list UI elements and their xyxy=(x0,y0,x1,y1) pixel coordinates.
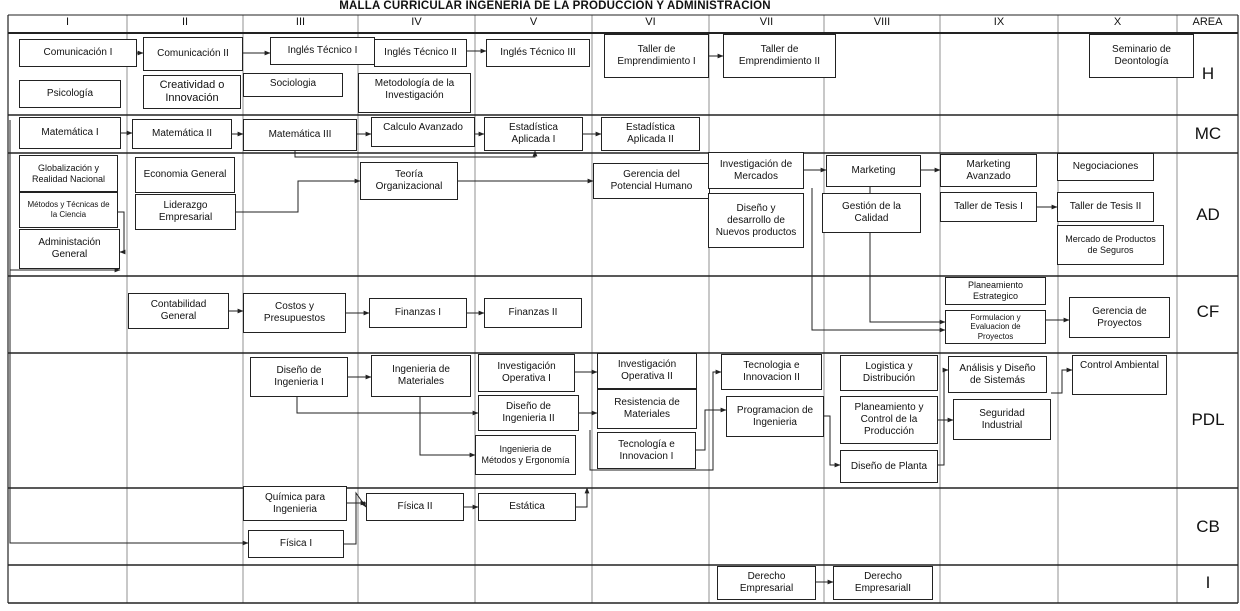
course-box-mkt: Marketing xyxy=(826,155,921,187)
arrow-tec1-progi xyxy=(696,407,727,451)
course-box-semdeo: Seminario de Deontología xyxy=(1089,34,1194,78)
course-box-metodos: Métodos y Técnicas de la Ciencia xyxy=(19,192,118,228)
arrow-mat1-fis1 xyxy=(9,270,249,546)
semester-header: IV xyxy=(411,16,422,28)
course-box-teoria: Teoría Organizacional xyxy=(360,162,458,200)
course-box-lider: Liderazgo Empresarial xyxy=(135,194,236,230)
semester-header: X xyxy=(1113,16,1122,28)
course-box-planprod: Planeamiento y Control de la Producción xyxy=(840,396,938,444)
area-label: CB xyxy=(1196,517,1220,536)
course-box-invop1: Investigación Operativa I xyxy=(478,354,575,392)
course-box-neg: Negociaciones xyxy=(1057,153,1154,181)
semester-header: V xyxy=(529,16,538,28)
course-box-logis: Logistica y Distribución xyxy=(840,355,938,391)
course-box-costos: Costos y Presupuestos xyxy=(243,293,346,333)
course-box-mat3: Matemática III xyxy=(243,119,357,151)
course-box-taller2: Taller de Emprendimiento II xyxy=(723,34,836,78)
arrow-estat-up xyxy=(576,487,590,508)
arrow-displ-segind xyxy=(938,417,954,466)
course-box-ingt1: Inglés Técnico I xyxy=(270,37,375,65)
arrow-progi-displ xyxy=(824,415,841,468)
course-box-gerpot: Gerencia del Potencial Humano xyxy=(593,163,710,199)
course-box-merseg: Mercado de Productos de Seguros xyxy=(1057,225,1164,265)
course-box-progi: Programacion de Ingenieria xyxy=(726,396,824,437)
course-box-invop2: Investigación Operativa II xyxy=(597,353,697,389)
course-box-segind: Seguridad Industrial xyxy=(953,399,1051,440)
semester-header: II xyxy=(181,16,189,28)
arrow-metodos-admgen xyxy=(118,211,126,255)
semester-header: IX xyxy=(993,16,1005,28)
course-box-resmat: Resistencia de Materiales xyxy=(597,389,697,429)
semester-header: VIII xyxy=(873,16,891,28)
semester-header: VI xyxy=(645,16,656,28)
course-box-tt1: Taller de Tesis I xyxy=(940,192,1037,222)
arrow-invmer-formul xyxy=(811,188,946,333)
arrow-disi1-disi2 xyxy=(296,397,479,416)
course-box-displ: Diseño de Planta xyxy=(840,450,938,483)
course-box-tt2: Taller de Tesis II xyxy=(1057,192,1154,222)
course-box-ingmat: Ingenieria de Materiales xyxy=(371,355,471,397)
course-box-taller1: Taller de Emprendimiento I xyxy=(604,34,709,78)
area-label: CF xyxy=(1196,302,1220,321)
course-box-socio: Sociologia xyxy=(243,73,343,97)
arrow-lider-teoria xyxy=(236,178,361,213)
course-box-ingt2: Inglés Técnico II xyxy=(374,39,467,67)
course-box-mat2: Matemática II xyxy=(132,119,232,149)
course-box-econ: Economia General xyxy=(135,157,235,193)
area-label: AD xyxy=(1196,205,1220,224)
course-box-der2: Derecho EmpresarialI xyxy=(833,566,933,600)
semester-header: I xyxy=(65,16,70,28)
course-box-mktav: Marketing Avanzado xyxy=(940,154,1037,187)
semester-header: III xyxy=(295,16,306,28)
course-box-cont: Contabilidad General xyxy=(128,293,229,329)
arrow-planprod-analis xyxy=(938,367,949,421)
course-box-ctrlamb: Control Ambiental xyxy=(1072,355,1167,395)
arrow-mat3-est1 xyxy=(294,150,538,158)
course-box-metinv: Metodología de la Investigación xyxy=(358,73,471,113)
diagram-title: MALLA CURRICULAR INGENERIA DE LA PRODUCC… xyxy=(339,0,771,12)
course-box-com2: Comunicación II xyxy=(143,37,243,71)
course-box-invmer: Investigación de Mercados xyxy=(708,152,804,189)
arrow-ingmat-ingmet xyxy=(419,397,476,458)
course-box-glob: Globalización y Realidad Nacional xyxy=(19,155,118,192)
area-label: I xyxy=(1205,573,1211,592)
course-box-calc: Calculo Avanzado xyxy=(371,117,475,147)
course-box-fin1: Finanzas I xyxy=(369,298,467,328)
arrow-segind-ctrlamb xyxy=(1051,367,1073,394)
course-box-est1: Estadística Aplicada I xyxy=(484,117,583,151)
course-box-fin2: Finanzas II xyxy=(484,298,582,328)
course-box-ingt3: Inglés Técnico III xyxy=(486,39,590,67)
course-box-disi1: Diseño de Ingenieria I xyxy=(250,357,348,397)
course-box-der1: Derecho Empresarial xyxy=(717,566,816,600)
semester-header: VII xyxy=(759,16,774,28)
area-label: PDL xyxy=(1191,410,1225,429)
arrow-fis1-fis2 xyxy=(344,491,367,545)
course-box-analis: Análisis y Diseño de Sistemás xyxy=(948,356,1047,393)
area-label: H xyxy=(1201,64,1215,83)
course-box-tec2: Tecnologia e Innovacion II xyxy=(721,354,822,390)
course-box-gerproy: Gerencia de Proyectos xyxy=(1069,297,1170,338)
arrow-tec1-tec2 xyxy=(589,369,722,471)
course-box-fis1: Física I xyxy=(248,530,344,558)
course-box-disi2: Diseño de Ingenieria II xyxy=(478,395,579,431)
area-label: MC xyxy=(1194,124,1222,143)
course-box-ingmet: Ingenieria de Métodos y Ergonomía xyxy=(475,435,576,475)
course-box-quim: Química para Ingenieria xyxy=(243,486,347,521)
course-box-creat: Creatividad o Innovación xyxy=(143,75,241,109)
course-box-tec1: Tecnología e Innovacion I xyxy=(597,432,696,469)
area-header: AREA xyxy=(1192,16,1223,28)
course-box-estat: Estática xyxy=(478,493,576,521)
course-box-admgen: Administación General xyxy=(19,229,120,269)
course-box-planest: Planeamiento Estrategico xyxy=(945,277,1046,305)
course-box-disdes: Diseño y desarrollo de Nuevos productos xyxy=(708,193,804,248)
course-box-formul: Formulacion y Evaluacion de Proyectos xyxy=(945,310,1046,344)
course-box-mat1: Matemática I xyxy=(19,117,121,149)
course-box-com1: Comunicación I xyxy=(19,39,137,67)
course-box-gescal: Gestión de la Calidad xyxy=(822,193,921,233)
course-box-psico: Psicología xyxy=(19,80,121,108)
course-box-fis2: Física II xyxy=(366,493,464,521)
course-box-est2: Estadística Aplicada II xyxy=(601,117,700,151)
